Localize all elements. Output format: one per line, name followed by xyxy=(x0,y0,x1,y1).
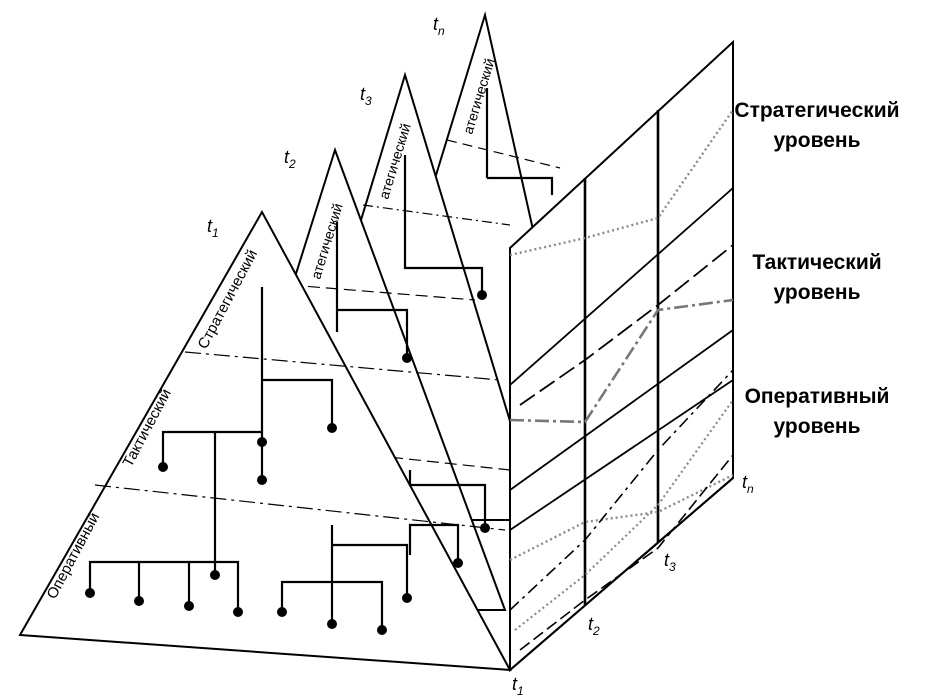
tree-node xyxy=(477,290,487,300)
tree-edge xyxy=(403,245,484,295)
tree-node xyxy=(85,588,95,598)
trajectory-operative-a xyxy=(509,473,734,562)
level-label-operative-line2: уровень xyxy=(773,415,861,438)
tree-node xyxy=(184,601,194,611)
level-label-tactical-line2: уровень xyxy=(773,281,861,304)
tactical-operative-divider xyxy=(94,484,506,531)
tree-node xyxy=(453,558,463,568)
tree-edge xyxy=(161,430,262,467)
tree-node xyxy=(210,570,220,580)
level-boundary xyxy=(509,379,734,531)
level-boundary xyxy=(509,187,734,386)
tree-edge xyxy=(262,378,334,428)
axis-label-t1: t1 xyxy=(512,674,524,698)
tree-node xyxy=(233,607,243,617)
tree-node xyxy=(402,593,412,603)
tree-edge xyxy=(337,308,409,358)
level-label-operative-line1: Оперативный xyxy=(744,385,890,408)
label-t2: t2 xyxy=(284,147,296,171)
label-t3: t3 xyxy=(360,84,372,108)
panel-time-labels: t1 t2 t3 tn xyxy=(512,472,754,698)
tree-node xyxy=(158,462,168,472)
tree-edge xyxy=(332,543,409,598)
tree-node xyxy=(277,607,287,617)
level-divider xyxy=(446,139,561,169)
tree-node xyxy=(327,423,337,433)
level-label-operative: Оперативный уровень xyxy=(702,382,932,442)
pyramid-time-labels: t1 t2 t3 tn xyxy=(207,14,445,240)
trajectory-tactical-a xyxy=(509,298,734,424)
time-panel xyxy=(509,39,734,673)
tree-node xyxy=(257,475,267,485)
axis-label-t3: t3 xyxy=(664,550,676,574)
level-label-tactical: Тактический уровень xyxy=(702,248,932,308)
level-divider xyxy=(289,284,476,301)
level-boundary xyxy=(509,329,734,491)
label-t1: t1 xyxy=(207,216,219,240)
tree-node xyxy=(402,353,412,363)
axis-label-t2: t2 xyxy=(588,614,600,638)
tree-edge xyxy=(408,470,487,528)
trajectory-tactical-b xyxy=(519,244,734,406)
trajectory-operative-b xyxy=(509,369,734,611)
level-divider xyxy=(362,204,511,226)
level-label-strategic-line1: Стратегический xyxy=(734,99,900,122)
level-label-tactical-line1: Тактический xyxy=(752,251,882,274)
tree-node xyxy=(134,596,144,606)
tree-edge xyxy=(88,560,240,612)
axis-label-tn: tn xyxy=(742,472,754,496)
tree-edge xyxy=(408,523,460,563)
level-label-strategic-line2: уровень xyxy=(773,129,861,152)
tree-node xyxy=(327,619,337,629)
time-axis xyxy=(509,477,734,671)
level-label-strategic: Стратегический уровень xyxy=(702,96,932,156)
label-tn: tn xyxy=(433,14,445,38)
strategic-tactical-divider xyxy=(184,351,501,381)
tree-edge xyxy=(487,176,554,195)
tree-node xyxy=(377,625,387,635)
